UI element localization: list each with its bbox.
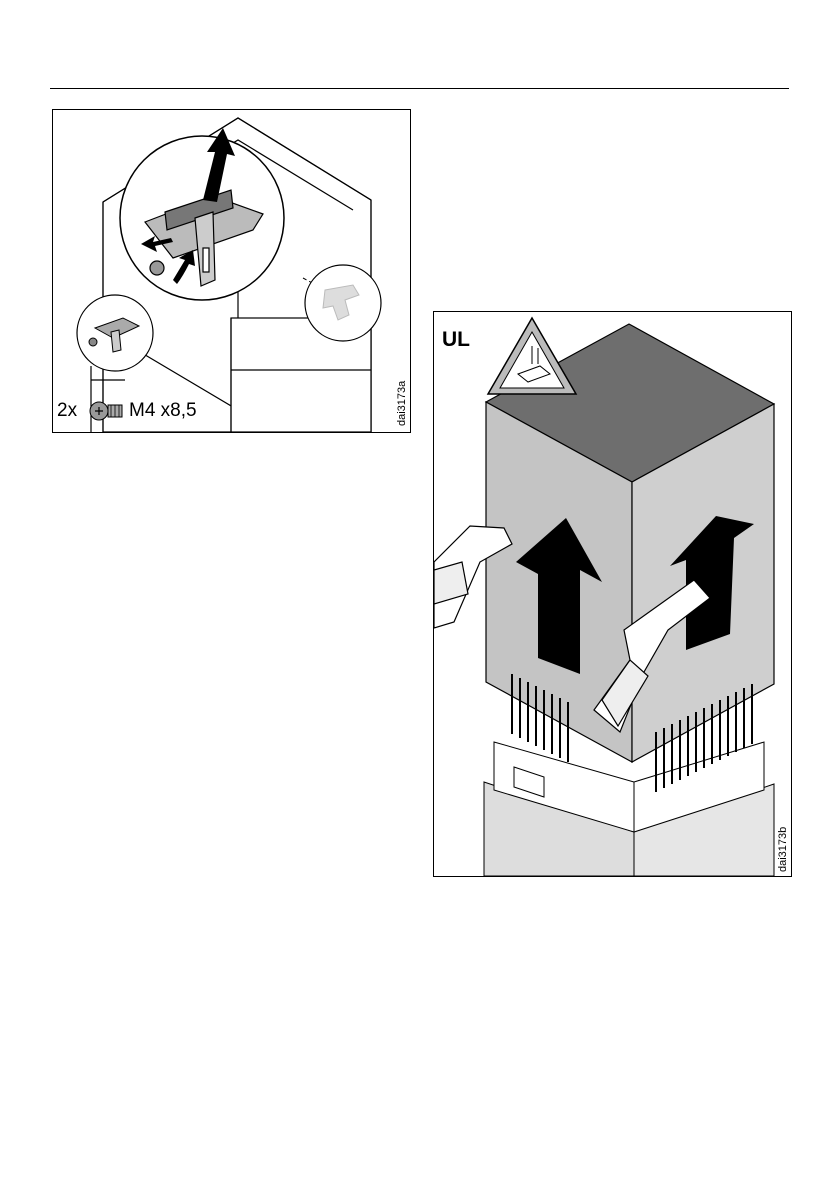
figure-code: dai3173b xyxy=(777,827,789,872)
figure-mounting-bracket: 2x M4 x8,5 dai3173a xyxy=(52,109,411,433)
screw-quantity: 2x xyxy=(57,400,77,422)
cut-hazard-warning-icon xyxy=(488,318,576,394)
hood-illustration xyxy=(434,312,791,876)
ul-label: UL xyxy=(442,328,470,352)
header-rule xyxy=(50,88,789,89)
screw-icon xyxy=(90,402,122,420)
figure-hood-installation: UL dai3173b xyxy=(433,311,792,877)
screw-size: M4 x8,5 xyxy=(129,400,197,422)
bracket-illustration xyxy=(53,110,410,432)
figure-code: dai3173a xyxy=(396,381,408,426)
